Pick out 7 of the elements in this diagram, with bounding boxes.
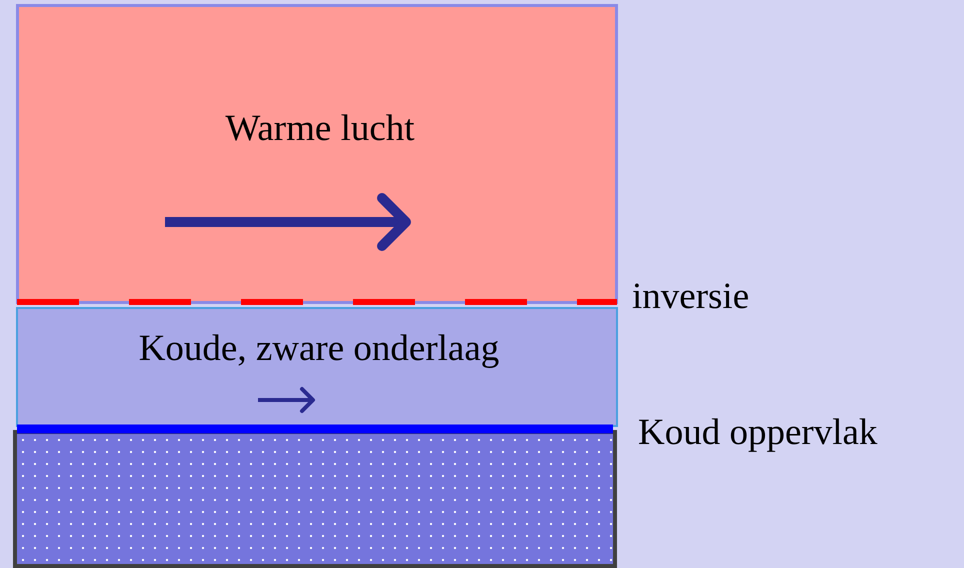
cold-layer (16, 307, 618, 427)
layer-label: Koud oppervlak (638, 414, 878, 451)
layer-label: Koude, zware onderlaag (138, 327, 500, 370)
layer-label: inversie (632, 278, 750, 315)
layer-label: Warme lucht (224, 107, 416, 150)
warm-air-layer (16, 4, 618, 304)
ground-block (13, 430, 617, 568)
